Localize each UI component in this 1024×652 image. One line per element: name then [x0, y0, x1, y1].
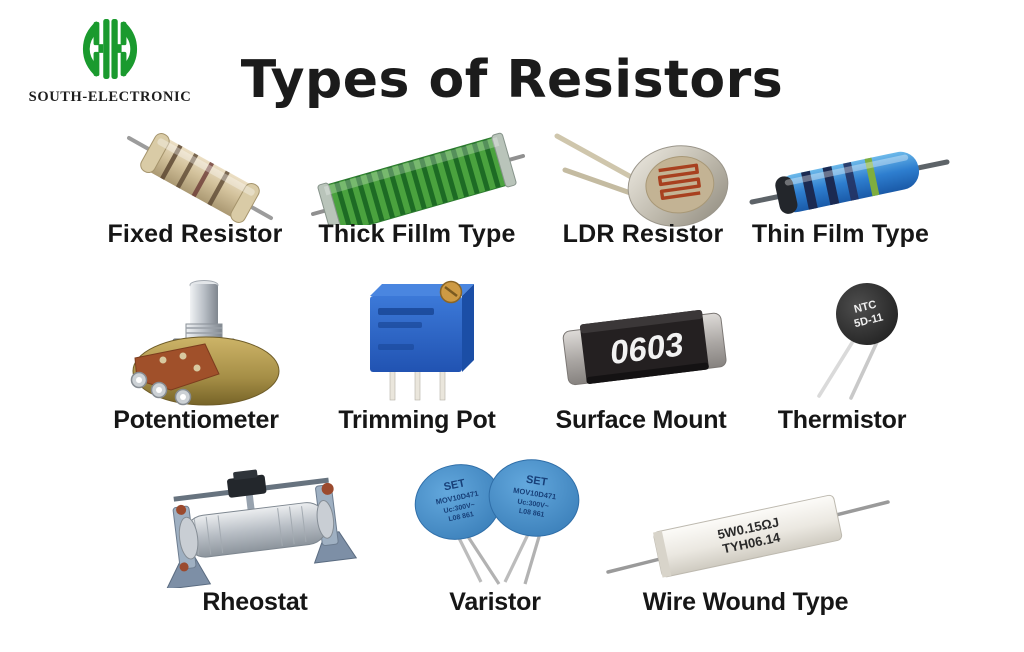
varistor2-marking-line3: Uc:300V~: [517, 498, 549, 510]
fixed-resistor-label: Fixed Resistor: [107, 220, 283, 248]
potentiometer-label: Potentiometer: [113, 406, 279, 434]
wire-wound-label: Wire Wound Type: [642, 588, 849, 616]
trimming-pot-label: Trimming Pot: [338, 406, 496, 434]
surface-mount-label: Surface Mount: [555, 406, 727, 434]
thick-film-image: [305, 130, 530, 225]
rheostat-image: [148, 454, 363, 588]
surface-mount-image: 0603: [552, 290, 737, 404]
thermistor-marking-line1: NTC: [853, 299, 878, 316]
varistor1-marking-line1: SET: [443, 477, 467, 493]
ldr-image: [545, 128, 740, 228]
south-electronic-logo-icon: [82, 19, 138, 79]
varistor2-marking-line4: L08 861: [518, 508, 545, 519]
thick-film-label: Thick Fillm Type: [318, 220, 516, 248]
brand-name: SOUTH-ELECTRONIC: [28, 89, 192, 105]
ldr-label: LDR Resistor: [562, 220, 724, 248]
brand-block: SOUTH-ELECTRONIC: [28, 16, 192, 106]
page-title: Types of Resistors: [240, 50, 784, 110]
potentiometer-image: [105, 276, 295, 406]
rheostat-label: Rheostat: [202, 588, 308, 616]
thermistor-image: NTC 5D-11: [795, 274, 935, 404]
thin-film-label: Thin Film Type: [751, 220, 930, 248]
fixed-resistor-image: [95, 126, 295, 226]
wire-wound-image: 5W0.15ΩJ TYH06.14: [600, 484, 895, 589]
varistor2-marking-line1: SET: [525, 474, 548, 489]
thin-film-image: [742, 136, 957, 228]
smd-marking-text: 0603: [610, 326, 685, 372]
thermistor-label: Thermistor: [777, 406, 907, 434]
trimming-pot-image: [348, 278, 488, 404]
varistor-image: SET MOV10D471 Uc:300V~ L08 861 SET MOV10…: [403, 454, 593, 588]
varistor-label: Varistor: [449, 588, 541, 616]
